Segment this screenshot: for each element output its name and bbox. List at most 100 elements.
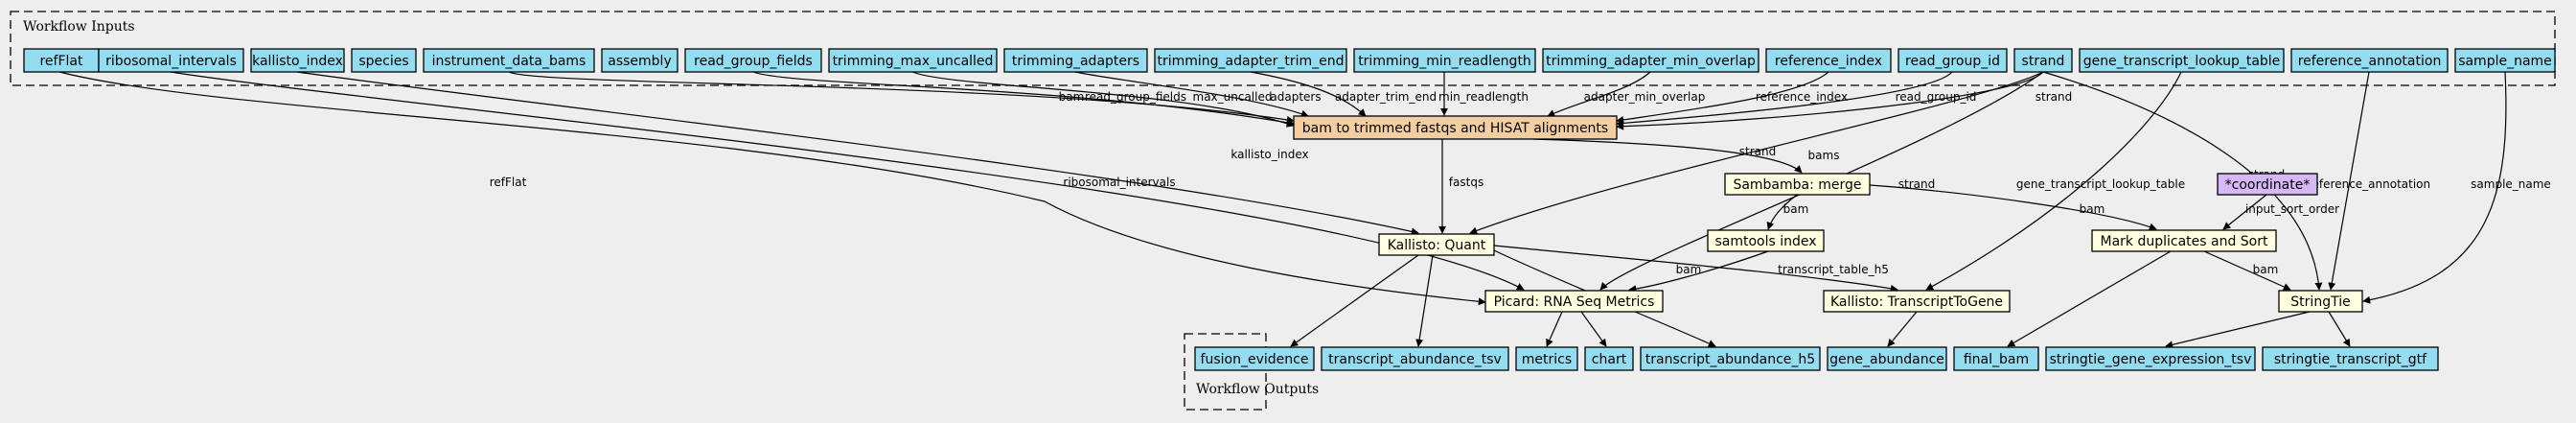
- edge-arrow: [2362, 71, 2507, 304]
- node-label: trimming_max_uncalled: [833, 54, 994, 69]
- edge-arrow: [1290, 254, 1419, 347]
- node-samtools-index: samtools index: [1707, 229, 1825, 252]
- edge-arrow: [1493, 245, 1898, 293]
- node-box: [1353, 48, 1536, 73]
- node-label: chart: [1592, 352, 1627, 367]
- node-box: [1484, 290, 1664, 313]
- node-ribosomal-intervals: ribosomal_intervals: [98, 48, 244, 73]
- node-box: [2217, 173, 2318, 196]
- edge-arrow: [1074, 71, 1309, 118]
- node-label: samtools index: [1714, 234, 1816, 249]
- edge-arrow: [1599, 71, 2044, 291]
- node-box: [1542, 48, 1760, 73]
- edge-arrow: [2007, 250, 2172, 347]
- node-label: stringtie_gene_expression_tsv: [2050, 352, 2252, 367]
- edge-arrow: [170, 71, 1525, 291]
- node-trimming-adapter-trim-end: trimming_adapter_trim_end: [1154, 48, 1347, 73]
- node-label: fusion_evidence: [1201, 352, 1309, 367]
- edge-label-min-readlength: min_readlength: [1438, 90, 1529, 104]
- edge-arrow: [1616, 71, 2044, 130]
- node-box: [1515, 346, 1578, 371]
- node-label: Kallisto: TranscriptToGene: [1830, 294, 2003, 310]
- node-coordinate: *coordinate*: [2217, 173, 2318, 196]
- node-trimming-min-readlength: trimming_min_readlength: [1353, 48, 1536, 73]
- node-strand: strand: [2013, 48, 2073, 73]
- node-box: [1194, 346, 1315, 371]
- node-stringtie: StringTie: [2278, 290, 2363, 313]
- edge-arrow: [1616, 71, 1829, 124]
- node-trimming-adapters: trimming_adapters: [1003, 48, 1148, 73]
- edge-label-bam: bam: [1676, 263, 1702, 276]
- node-label: Picard: RNA Seq Metrics: [1494, 294, 1655, 310]
- node-label: *coordinate*: [2225, 177, 2311, 193]
- node-label: transcript_abundance_h5: [1645, 352, 1815, 367]
- edge-label-kallisto-index: kallisto_index: [1230, 148, 1308, 161]
- node-box: [1154, 48, 1347, 73]
- node-box: [351, 48, 417, 73]
- edge-arrow: [2042, 71, 2323, 291]
- edge-arrow: [1616, 71, 1953, 128]
- node-box: [1378, 233, 1495, 256]
- node-read-group-fields: read_group_fields: [684, 48, 822, 73]
- node-label: sample_name: [2458, 54, 2552, 69]
- edge-arrow: [752, 71, 1295, 127]
- edge-arrow: [1469, 71, 2044, 235]
- node-box: [601, 48, 678, 73]
- node-label: reference_index: [1775, 54, 1882, 69]
- node-box: [1724, 173, 1871, 196]
- node-box: [2454, 48, 2556, 73]
- node-final-bam: final_bam: [1953, 346, 2039, 371]
- edge-arrow: [1547, 71, 1651, 117]
- node-picard-rnaseq: Picard: RNA Seq Metrics: [1484, 290, 1664, 313]
- node-assembly: assembly: [601, 48, 678, 73]
- node-box: [828, 48, 998, 73]
- edge-arrow: [1869, 184, 2157, 231]
- edge-label-bams: bams: [1808, 149, 1840, 162]
- edge-label-fastqs: fastqs: [1449, 176, 1484, 189]
- edge-arrow: [2165, 311, 2311, 349]
- edge-label-sample-name: sample_name: [2471, 177, 2551, 191]
- node-bam-to-trimmed: bam to trimmed fastqs and HISAT alignmen…: [1293, 115, 1618, 140]
- node-label: refFlat: [39, 54, 83, 69]
- node-box: [1823, 290, 2011, 313]
- edge-label-adapter-min-overlap: adapter_min_overlap: [1584, 90, 1706, 104]
- node-box: [1898, 48, 2008, 73]
- cluster-outputs-label: Workflow Outputs: [1196, 382, 1319, 397]
- node-species: species: [351, 48, 417, 73]
- edge-label-read-group-id: read_group_id: [1896, 90, 1977, 104]
- edge-arrow: [58, 71, 1486, 306]
- edge-arrow: [2328, 311, 2351, 347]
- edge-arrow: [2222, 194, 2267, 230]
- node-box: [2079, 48, 2285, 73]
- edge-label-strand: strand: [2036, 90, 2072, 104]
- node-reference-annotation: reference_annotation: [2290, 48, 2449, 73]
- node-transcript-abundance-tsv: transcript_abundance_tsv: [1321, 346, 1509, 371]
- node-label: assembly: [608, 54, 671, 69]
- node-transcript-abundance-h5: transcript_abundance_h5: [1640, 346, 1821, 371]
- node-label: Kallisto: Quant: [1388, 238, 1486, 253]
- edge-arrow: [1532, 138, 1803, 174]
- node-kallisto-index: kallisto_index: [250, 48, 345, 73]
- node-box: [423, 48, 595, 73]
- node-trimming-max-uncalled: trimming_max_uncalled: [828, 48, 998, 73]
- edge-label-adapters: adapters: [1270, 90, 1321, 104]
- edge-label-bam: bam: [2253, 263, 2279, 276]
- node-label: gene_abundance: [1829, 352, 1944, 367]
- node-box: [684, 48, 822, 73]
- edge-arrow: [1766, 194, 1798, 230]
- cluster-inputs-label: Workflow Inputs: [23, 19, 135, 35]
- node-box: [250, 48, 345, 73]
- node-label: trimming_min_readlength: [1358, 54, 1531, 69]
- edge-arrow: [1415, 254, 1434, 347]
- node-stringtie-transcript-gtf: stringtie_transcript_gtf: [2262, 346, 2439, 371]
- node-label: Sambamba: merge: [1733, 177, 1861, 193]
- node-gene-transcript-lookup-table: gene_transcript_lookup_table: [2079, 48, 2285, 73]
- node-box: [1293, 115, 1618, 140]
- node-label: StringTie: [2290, 294, 2350, 310]
- edge-label-refflat: refFlat: [490, 176, 527, 189]
- node-box: [1827, 346, 1947, 371]
- node-label: strand: [2022, 54, 2065, 69]
- cluster-outputs-frame: [1184, 333, 1267, 411]
- node-box: [2278, 290, 2363, 313]
- node-box: [1707, 229, 1825, 252]
